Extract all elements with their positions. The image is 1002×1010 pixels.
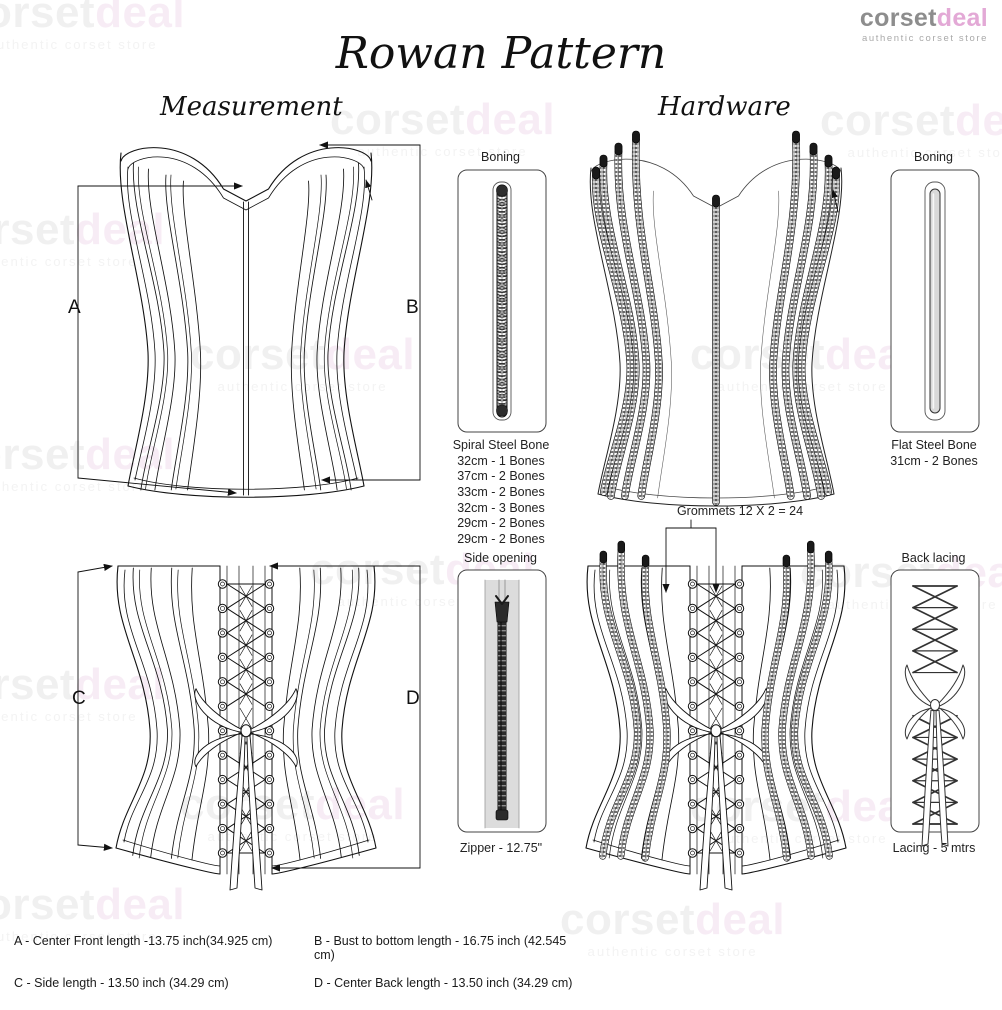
spiral-bones <box>592 130 840 506</box>
dim-label-d: D <box>406 688 420 709</box>
legend-row-2: C - Side length - 13.50 inch (34.29 cm) … <box>14 976 576 990</box>
dim-label-a: A <box>68 297 81 318</box>
caption-flat-title: Flat Steel Bone <box>891 438 977 452</box>
panel-title-back-lacing: Back lacing <box>901 551 966 565</box>
brand-tagline: authentic corset store <box>861 33 988 44</box>
hardware-front-view <box>589 130 843 507</box>
dimension-lines-back <box>77 562 421 872</box>
caption-lacing: Lacing - 5 mtrs <box>892 841 976 855</box>
panel-spiral-bone <box>457 169 547 433</box>
panel-flat-bone <box>890 169 980 433</box>
legend-item-c: C - Side length - 13.50 inch (34.29 cm) <box>14 976 229 990</box>
caption-spiral-title: Spiral Steel Bone <box>452 438 550 452</box>
corset-back-view <box>585 565 847 891</box>
legend-item-a: A - Center Front length -13.75 inch(34.9… <box>14 934 273 948</box>
measurement-back-group <box>77 562 421 891</box>
grommet-callout <box>662 519 720 593</box>
lacing-bow <box>664 688 768 891</box>
dim-label-c: C <box>72 688 86 709</box>
caption-spiral-line-0: 32cm - 1 Bones <box>457 453 545 468</box>
panel-title-spiral-boning: Boning <box>481 150 520 164</box>
dim-label-b: B <box>406 297 419 318</box>
brand-name-part2: deal <box>936 4 988 32</box>
panel-title-flat-boning: Boning <box>914 150 953 164</box>
hardware-back-view <box>585 519 847 891</box>
panel-zipper <box>457 569 547 833</box>
page-title: Rowan Pattern <box>335 28 667 79</box>
panel-back-lacing <box>890 569 980 847</box>
caption-spiral-steel-bone: Spiral Steel Bone 32cm - 1 Bones 37cm - … <box>440 438 562 547</box>
caption-spiral-line-4: 29cm - 2 Bones <box>457 516 545 531</box>
caption-spiral-line-1: 37cm - 2 Bones <box>457 469 545 484</box>
measurement-legend: A - Center Front length -13.75 inch(34.9… <box>14 934 576 1004</box>
caption-zipper: Zipper - 12.75" <box>459 841 543 855</box>
legend-item-b: B - Bust to bottom length - 16.75 inch (… <box>314 934 567 962</box>
caption-spiral-line-3: 32cm - 3 Bones <box>457 500 545 515</box>
brand-logo: corsetdeal authentic corset store <box>860 6 988 45</box>
section-title-hardware: Hardware <box>658 92 791 122</box>
brand-wordmark: corsetdeal <box>860 6 988 31</box>
legend-item-d: D - Center Back length - 13.50 inch (34.… <box>314 976 573 990</box>
lacing-bow <box>194 688 298 891</box>
spiral-bones-back <box>599 540 833 862</box>
dimension-lines-front <box>77 141 421 496</box>
corset-back-view <box>115 565 377 891</box>
caption-spiral-line-5: 29cm - 2 Bones <box>457 531 545 546</box>
grommets-note: Grommets 12 X 2 = 24 <box>676 504 804 518</box>
legend-row-1: A - Center Front length -13.75 inch(34.9… <box>14 934 576 962</box>
caption-flat-line-0: 31cm - 2 Bones <box>890 453 978 468</box>
brand-name-part1: corset <box>859 4 937 32</box>
lacing-panel <box>664 565 768 891</box>
lacing-panel <box>194 565 298 891</box>
caption-flat-steel-bone: Flat Steel Bone 31cm - 2 Bones <box>873 438 995 469</box>
panel-title-side-opening: Side opening <box>464 551 537 565</box>
section-title-measurement: Measurement <box>160 92 343 122</box>
caption-spiral-line-2: 33cm - 2 Bones <box>457 484 545 499</box>
corset-front-view <box>119 147 373 498</box>
